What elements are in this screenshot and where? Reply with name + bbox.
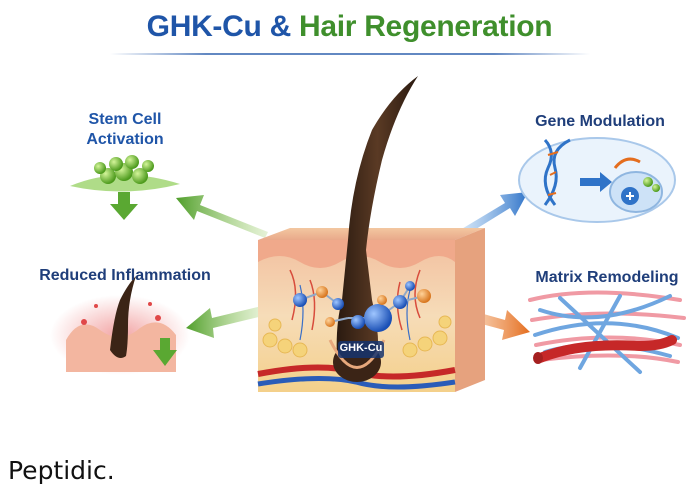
brand-logo: Peptidic. [8,456,115,485]
molecule-cluster [293,281,431,332]
green-cell-cluster-icon [70,155,180,192]
center-label: GHK-Cu [339,342,383,354]
label-stem-cell-activation: Stem Cell Activation [60,110,190,150]
title-part2: Hair Regeneration [299,10,553,43]
arrow-to-inflammation [186,306,263,338]
label-gene-modulation: Gene Modulation [535,113,665,130]
cell-icon [609,171,663,213]
title-ampersand: & [269,10,292,43]
title-underline [110,53,590,55]
inflamed-follicle-icon [50,276,190,375]
center-label-bg [338,341,384,358]
label-stem-line1: Stem Cell [88,111,162,128]
down-arrow-icon [110,192,138,220]
arrow-to-stem-cell [176,195,268,238]
label-stem-line2: Activation [86,131,164,148]
page-title: GHK-Cu & Hair Regeneration [0,10,699,44]
label-reduced-inflammation: Reduced Inflammation [39,267,211,284]
fiber-matrix-icon [528,290,686,374]
gene-bubble [518,137,676,223]
down-arrow-icon [153,338,177,366]
label-matrix-remodeling: Matrix Remodeling [535,269,679,286]
title-part1: GHK-Cu [146,10,262,43]
